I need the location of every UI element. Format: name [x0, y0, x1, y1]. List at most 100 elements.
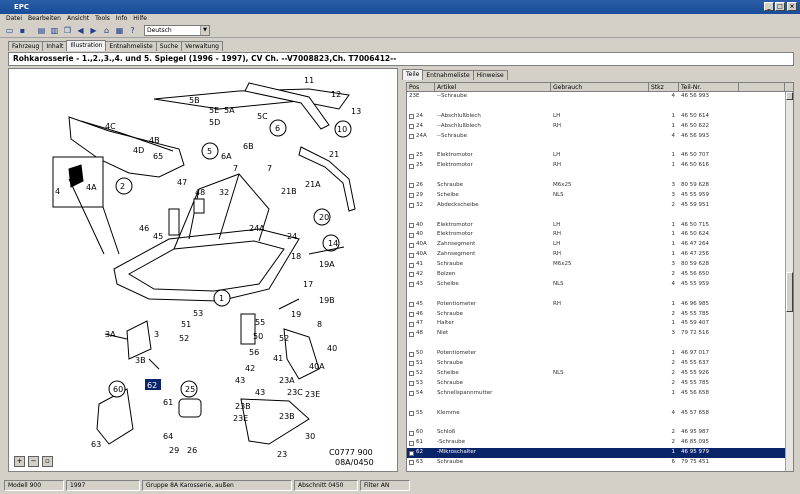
col-pos[interactable]: Pos	[407, 83, 435, 91]
menu-hilfe[interactable]: Hilfe	[133, 15, 147, 22]
col-teil-nr[interactable]: Teil-Nr.	[679, 83, 739, 91]
scroll-up-icon[interactable]	[786, 92, 793, 100]
help-icon[interactable]: ?	[127, 25, 138, 36]
row-checkbox[interactable]	[409, 331, 414, 337]
row-checkbox[interactable]	[409, 302, 414, 308]
table-row[interactable]	[407, 399, 793, 409]
table-row[interactable]	[407, 171, 793, 181]
row-checkbox[interactable]	[409, 272, 414, 278]
row-checkbox[interactable]	[409, 312, 414, 318]
row-checkbox[interactable]	[409, 391, 414, 397]
tab-entnahmeliste-right[interactable]: Entnahmeliste	[422, 70, 474, 80]
language-select[interactable]: Deutsch ▼	[144, 25, 210, 36]
row-checkbox[interactable]	[409, 124, 414, 130]
row-checkbox[interactable]	[409, 450, 414, 456]
vin-icon[interactable]: ▦	[114, 25, 125, 36]
row-checkbox[interactable]	[409, 163, 414, 169]
row-checkbox[interactable]	[409, 223, 414, 229]
tab-entnahmeliste[interactable]: Entnahmeliste	[105, 41, 157, 51]
copy-icon[interactable]: ❐	[62, 25, 73, 36]
row-checkbox[interactable]	[409, 203, 414, 209]
col-stkz[interactable]: Stkz	[649, 83, 679, 91]
row-checkbox[interactable]	[409, 381, 414, 387]
menu-info[interactable]: Info	[115, 15, 128, 22]
home-icon[interactable]: ⌂	[101, 25, 112, 36]
row-checkbox[interactable]	[409, 351, 414, 357]
menu-bearbeiten[interactable]: Bearbeiten	[28, 15, 61, 22]
row-checkbox[interactable]	[409, 410, 414, 416]
tab-verwaltung[interactable]: Verwaltung	[181, 41, 223, 51]
row-checkbox[interactable]	[409, 430, 414, 436]
zoom-out-icon[interactable]: −	[28, 456, 39, 467]
row-checkbox[interactable]	[409, 183, 414, 189]
save-icon[interactable]: ▪	[17, 25, 28, 36]
tab-suche[interactable]: Suche	[155, 41, 183, 51]
row-checkbox[interactable]	[409, 114, 414, 120]
col-gebrauch[interactable]: Gebrauch	[551, 83, 649, 91]
table-row[interactable]	[407, 339, 793, 349]
tab-hinweise[interactable]: Hinweise	[472, 70, 508, 80]
open-icon[interactable]: ▭	[4, 25, 15, 36]
row-checkbox[interactable]	[409, 440, 414, 446]
tab-fahrzeug[interactable]: Fahrzeug	[8, 41, 44, 51]
close-button[interactable]: ×	[787, 2, 797, 11]
row-checkbox[interactable]	[409, 361, 414, 367]
highlighted-callout[interactable]: 62	[147, 381, 157, 390]
row-checkbox[interactable]	[409, 460, 414, 466]
vertical-scrollbar[interactable]	[785, 92, 793, 471]
maximize-button[interactable]: □	[775, 2, 785, 11]
minimize-button[interactable]: _	[764, 2, 774, 11]
row-checkbox[interactable]	[409, 252, 414, 258]
print-icon[interactable]: ▤	[36, 25, 47, 36]
row-checkbox[interactable]	[409, 262, 414, 268]
row-checkbox[interactable]	[409, 153, 414, 159]
table-row[interactable]	[407, 290, 793, 300]
menu-datei[interactable]: Datei	[6, 15, 23, 22]
tab-inhalt[interactable]: Inhalt	[42, 41, 68, 51]
row-checkbox[interactable]	[409, 134, 414, 139]
table-row[interactable]	[407, 418, 793, 428]
row-checkbox[interactable]	[409, 371, 414, 377]
col-artikel[interactable]: Artikel	[435, 83, 551, 91]
zoom-in-icon[interactable]: +	[14, 456, 25, 467]
menu-ansicht[interactable]: Ansicht	[66, 15, 90, 22]
table-row[interactable]	[407, 211, 793, 221]
row-checkbox[interactable]	[409, 232, 414, 238]
table-row[interactable]	[407, 141, 793, 151]
print-preview-icon[interactable]: ▥	[49, 25, 60, 36]
row-checkbox[interactable]	[409, 193, 414, 199]
tab-illustration[interactable]: Illustration	[66, 40, 107, 51]
tab-teile[interactable]: Teile	[402, 69, 424, 80]
menu-tools[interactable]: Tools	[95, 15, 110, 22]
zoom-fit-icon[interactable]: ▫	[42, 456, 53, 467]
row-checkbox[interactable]	[409, 321, 414, 327]
